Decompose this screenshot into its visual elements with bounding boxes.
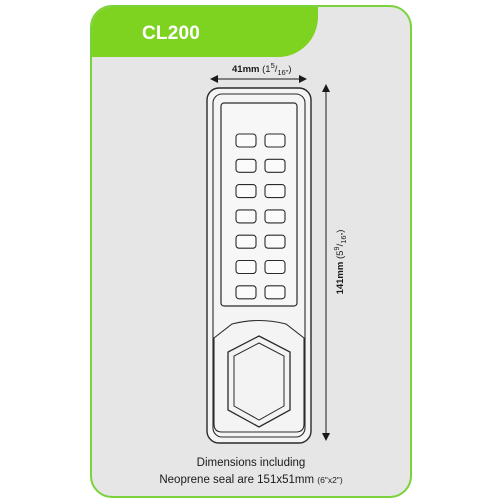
height-imperial-numerator: 9: [331, 246, 341, 251]
keypad-key: [235, 209, 257, 224]
keypad-key: [235, 133, 257, 148]
keypad-keys: [235, 133, 286, 300]
height-imperial-whole: 5: [335, 250, 347, 256]
keypad-key: [264, 209, 286, 224]
width-label: 41mm (15/16"): [232, 61, 292, 78]
caption-line-2: Neoprene seal are 151x51mm (6"x2"): [92, 474, 410, 486]
caption-line-1: Dimensions including: [196, 457, 306, 469]
keypad-key: [235, 158, 257, 173]
keypad-key: [264, 259, 286, 275]
width-imperial-numerator: 5: [270, 61, 275, 70]
header-band: CL200: [92, 7, 318, 57]
width-metric: 41mm: [232, 64, 260, 76]
caption-line-2-small: (6"x2"): [317, 475, 343, 485]
keypad-key: [264, 285, 286, 300]
model-title: CL200: [142, 23, 201, 44]
caption-line-2-main: Neoprene seal are 151x51mm: [159, 474, 315, 486]
lock-body-inner: [212, 93, 306, 438]
height-imperial-denominator: 16": [339, 232, 349, 244]
keypad-key: [235, 259, 257, 275]
hexagon-knob-icon: [227, 335, 291, 428]
keypad-key: [264, 184, 286, 199]
width-imperial-whole: 1: [265, 64, 271, 76]
height-metric: 141mm: [335, 261, 347, 295]
keypad-key: [235, 285, 257, 300]
keypad-key: [235, 234, 257, 249]
keypad-key: [235, 184, 257, 199]
keypad-panel: [220, 102, 298, 307]
keypad-key: [264, 133, 286, 148]
height-label: 141mm (59/16"): [331, 229, 349, 295]
width-imperial-denominator: 16": [277, 68, 289, 78]
keypad-key: [264, 234, 286, 249]
keypad-key: [264, 158, 286, 173]
knob-housing: [213, 319, 305, 433]
